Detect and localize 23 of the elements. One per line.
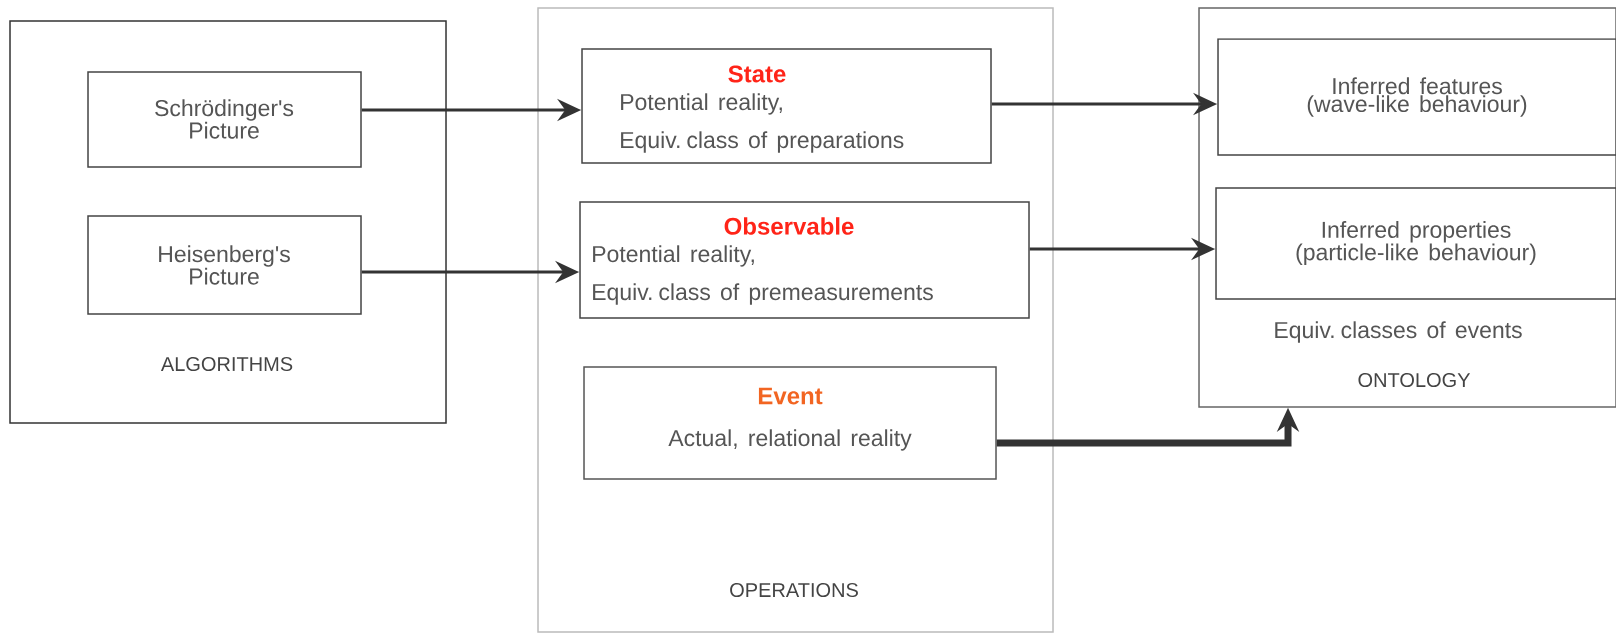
box-text: Equiv. class of premeasurements: [593, 283, 933, 305]
box-text: Inferred features (wave-like behaviour): [1307, 77, 1527, 117]
text-box: [87, 215, 362, 315]
box-text: Heisenberg's Picture: [159, 245, 290, 285]
panel-title: ALGORITHMS: [160, 356, 293, 372]
panel-title: OPERATIONS: [730, 582, 858, 598]
box-heading: State: [728, 65, 786, 83]
text-box: [1217, 38, 1616, 156]
box-text: Schrödinger's Picture: [155, 99, 294, 139]
text-box: [583, 366, 997, 480]
box-heading: Observable: [724, 217, 854, 235]
box-text: Actual, relational reality: [668, 429, 912, 451]
box-text: Potential reality,: [621, 93, 782, 115]
box-text: Equiv. class of preparations: [621, 131, 904, 153]
text-box: [579, 201, 1030, 319]
box-text: Equiv. classes of events: [1275, 321, 1522, 343]
box-text: Inferred properties (particle-like behaviour): [1296, 221, 1536, 265]
panel-title: ONTOLOGY: [1358, 372, 1471, 388]
text-box: [1215, 187, 1616, 300]
text-box: [581, 48, 992, 164]
box-heading: Event: [758, 387, 823, 405]
box-text: Potential reality,: [593, 245, 754, 267]
text-box: [87, 71, 362, 168]
